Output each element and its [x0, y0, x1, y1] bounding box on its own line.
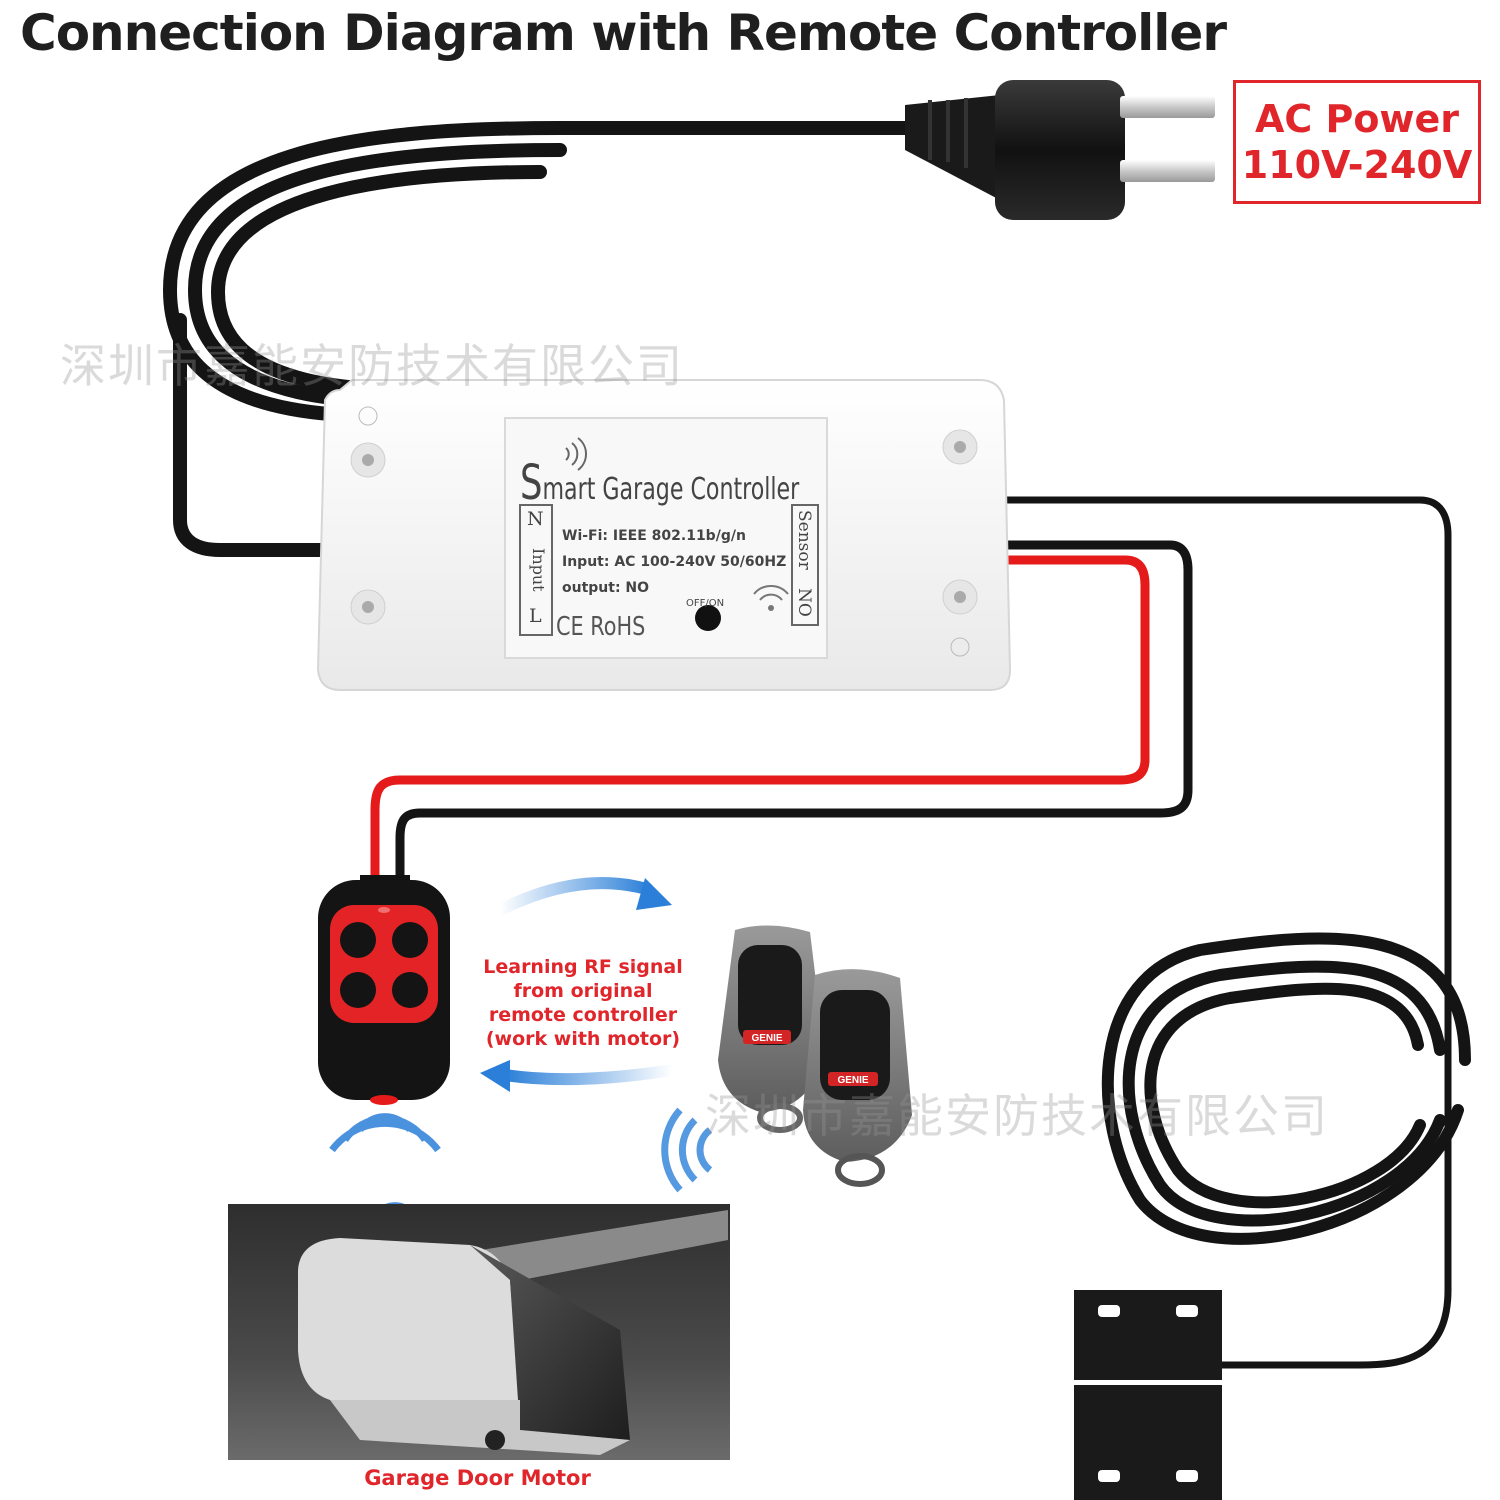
device-certification: CE RoHS	[556, 612, 646, 642]
learning-line-2: from original	[513, 980, 653, 1002]
page-title: Connection Diagram with Remote Controlle…	[20, 4, 1227, 62]
watermark-top: 深圳市嘉能安防技术有限公司	[60, 339, 684, 393]
device-title: Smart Garage Controller	[520, 459, 800, 507]
ac-power-label: AC Power	[1254, 97, 1460, 141]
ac-power-label-box: AC Power 110V-240V	[1233, 80, 1481, 204]
watermark-bottom: 深圳市嘉能安防技术有限公司	[705, 1089, 1329, 1143]
magnetic-door-sensor	[1074, 1290, 1222, 1500]
device-title-initial: S	[520, 455, 543, 511]
device-button-label: OFF/ON	[686, 598, 725, 609]
terminal-no-label: NO	[794, 588, 814, 617]
learning-line-3: remote controller	[488, 1004, 678, 1026]
device-output-spec: output: NO	[562, 580, 650, 596]
genie-logo-2: GENIE	[837, 1075, 868, 1086]
garage-door-motor	[228, 1204, 730, 1460]
garage-door-motor-label: Garage Door Motor	[364, 1466, 591, 1490]
smart-garage-controller	[316, 379, 1012, 691]
learning-line-1: Learning RF signal	[483, 956, 683, 978]
learning-line-4: (work with motor)	[485, 1028, 681, 1050]
ac-power-plug	[905, 80, 1215, 220]
device-input-spec: Input: AC 100-240V 50/60HZ	[562, 554, 787, 570]
device-wifi-spec: Wi-Fi: IEEE 802.11b/g/n	[562, 528, 746, 544]
sensor-cable	[1001, 496, 1471, 1369]
terminal-n-label: N	[527, 508, 544, 530]
ac-voltage-label: 110V-240V	[1241, 143, 1473, 187]
original-remote-controllers: GENIE GENIE	[718, 925, 912, 1187]
learning-arrows	[480, 877, 673, 1092]
device-title-rest: mart Garage Controller	[542, 472, 800, 507]
terminal-sensor-label: Sensor	[794, 510, 814, 570]
terminal-input-label: Input	[529, 548, 548, 592]
genie-logo-1: GENIE	[751, 1033, 782, 1044]
terminal-l-label: L	[529, 605, 542, 627]
rf-remote-controller	[318, 875, 450, 1105]
rf-remote-wires	[370, 540, 1193, 885]
learning-rf-caption: Learning RF signal from original remote …	[478, 955, 688, 1051]
